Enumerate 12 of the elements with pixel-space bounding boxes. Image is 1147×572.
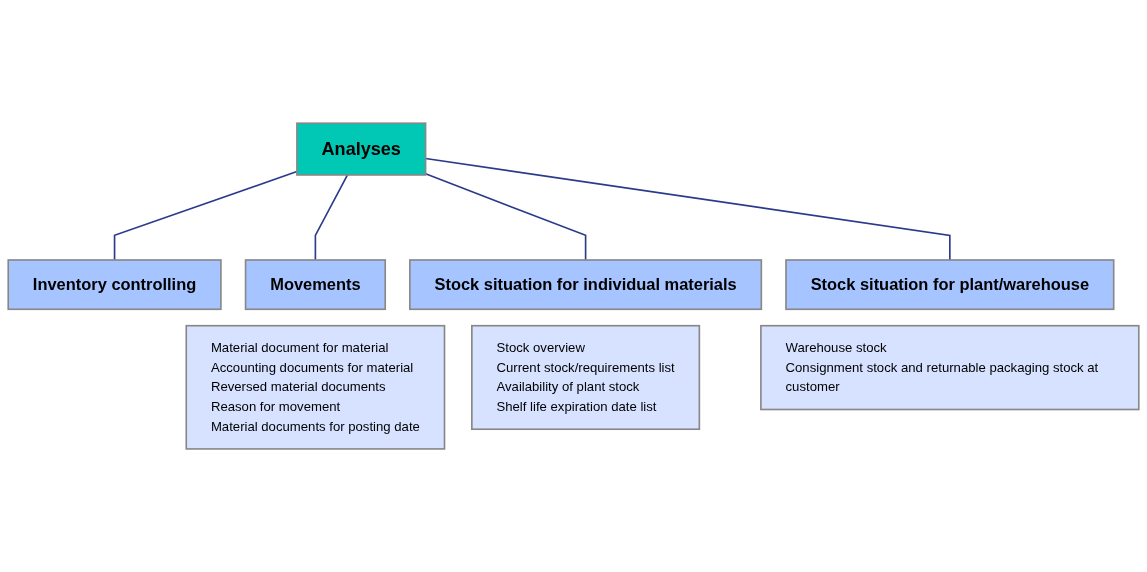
- node-box: Movements: [244, 259, 387, 310]
- node-box: Warehouse stock Consignment stock and returnable packaging stock at customer: [760, 324, 1140, 411]
- node-box: Analyses: [296, 122, 427, 176]
- node-box: Material document for material Accounting documents for material Reversed material documents Reason for movement Material documents for posting date: [185, 324, 446, 450]
- node-box: Stock situation for plant/warehouse: [785, 259, 1115, 310]
- connector: [113, 170, 298, 261]
- connector: [314, 174, 349, 261]
- connector: [424, 172, 587, 261]
- node-box: Stock situation for individual materials: [409, 259, 763, 310]
- connector: [424, 157, 951, 261]
- node-box: Inventory controlling: [7, 259, 222, 310]
- node-box: Stock overview Current stock/requirements list Availability of plant stock Shelf life expiration date list: [471, 324, 701, 430]
